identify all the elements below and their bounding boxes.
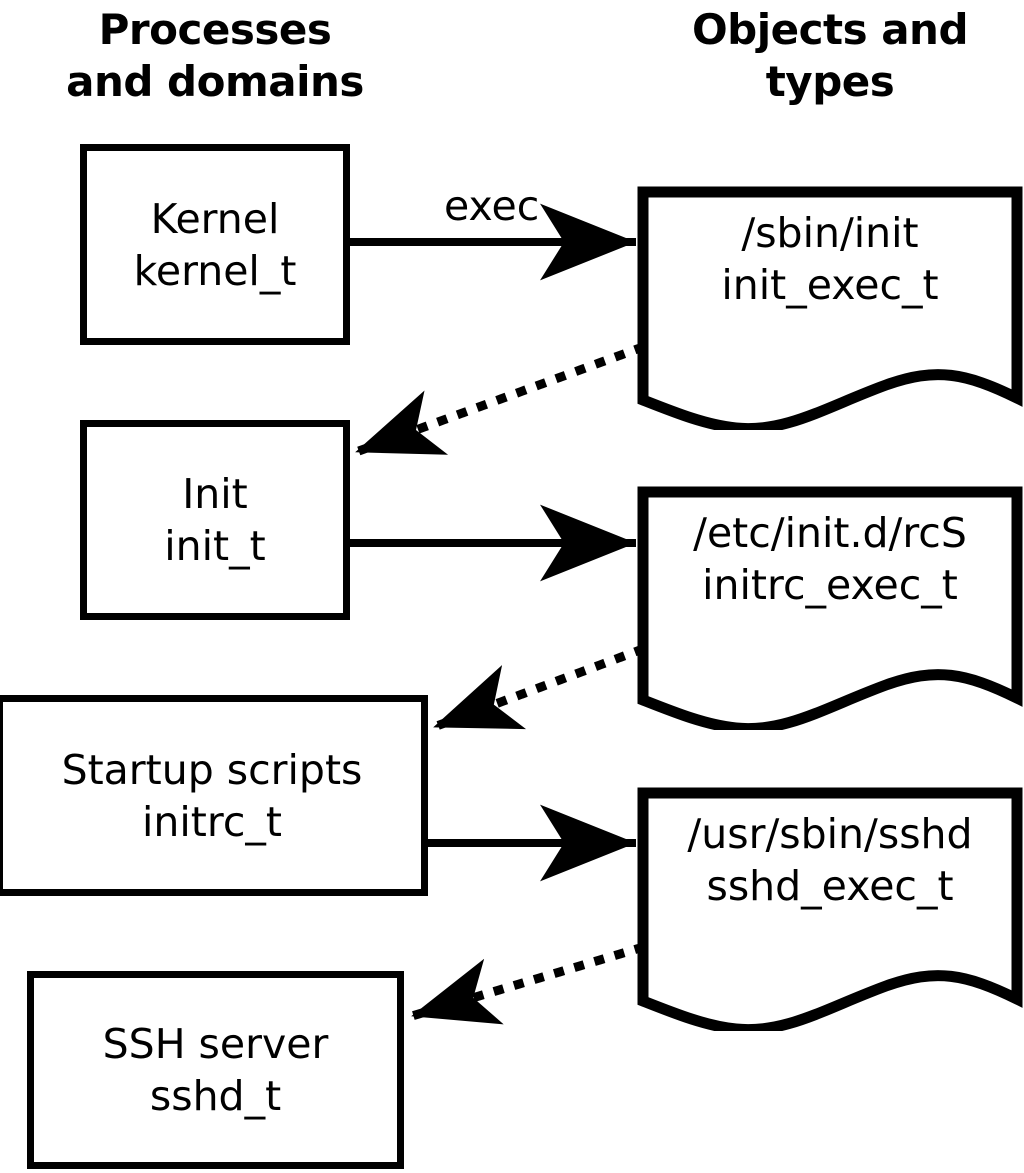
- process-node-startup-scripts[interactable]: Startup scripts initrc_t: [0, 695, 428, 896]
- edge-initexec-becomes-init: [350, 342, 646, 458]
- process-node-init-name: Init: [182, 470, 248, 518]
- edge-sshdexec-becomes-sshd: [406, 942, 646, 1025]
- column-heading-processes: Processes and domains: [66, 5, 364, 106]
- process-node-kernel[interactable]: Kernel kernel_t: [80, 144, 350, 345]
- object-node-init-exec[interactable]: /sbin/init init_exec_t: [636, 185, 1024, 430]
- process-node-startup-scripts-name: Startup scripts: [61, 745, 363, 794]
- document-shape-icon: [637, 787, 1023, 1031]
- column-heading-objects: Objects and types: [691, 5, 969, 106]
- process-node-ssh-server-type: sshd_t: [149, 1072, 282, 1120]
- process-node-init-type: init_t: [164, 522, 266, 570]
- object-node-initrc-exec[interactable]: /etc/init.d/rcS initrc_exec_t: [636, 485, 1024, 730]
- process-node-init[interactable]: Init init_t: [80, 420, 350, 620]
- document-shape-icon: [637, 486, 1023, 730]
- process-node-kernel-name: Kernel: [150, 194, 280, 243]
- document-shape-icon: [637, 186, 1023, 430]
- edge-label-exec: exec: [444, 182, 540, 230]
- process-node-kernel-type: kernel_t: [133, 246, 297, 295]
- process-node-ssh-server-name: SSH server: [102, 1020, 329, 1068]
- process-node-ssh-server[interactable]: SSH server sshd_t: [27, 971, 404, 1169]
- edge-rcS-becomes-initrc: [428, 644, 646, 733]
- object-node-sshd-exec[interactable]: /usr/sbin/sshd sshd_exec_t: [636, 786, 1024, 1031]
- process-node-startup-scripts-type: initrc_t: [142, 797, 282, 846]
